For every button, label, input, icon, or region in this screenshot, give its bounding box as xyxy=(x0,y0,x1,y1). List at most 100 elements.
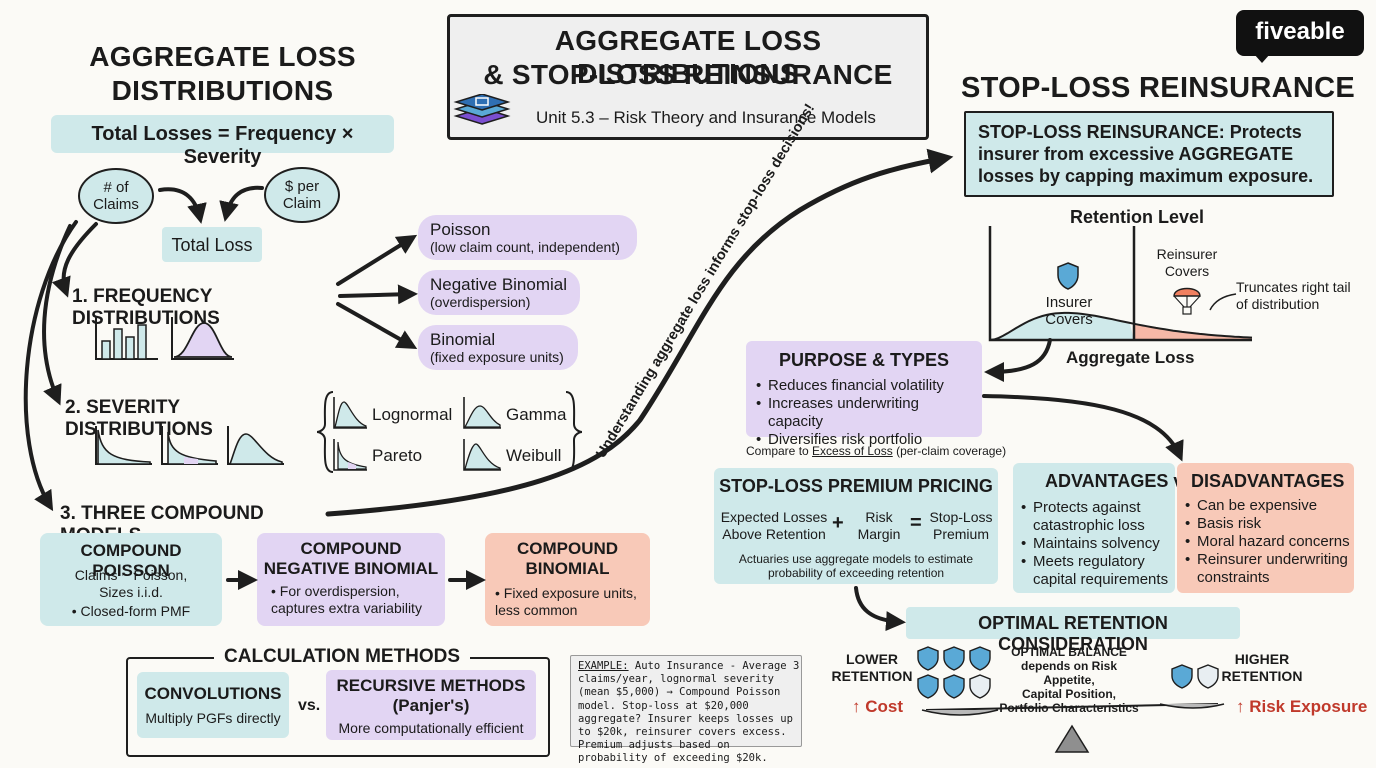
pricing-plus: + xyxy=(832,512,844,534)
calc-vs: vs. xyxy=(298,697,321,714)
list-item: Maintains solvency xyxy=(1021,535,1171,553)
compound-negbin-card: COMPOUND NEGATIVE BINOMIAL • For overdis… xyxy=(257,533,445,626)
claims-to-total-arrow xyxy=(158,187,207,224)
bar-histogram-icon xyxy=(92,315,160,363)
left-title-line1: AGGREGATE LOSS xyxy=(89,41,356,72)
claims-count-label: # of Claims xyxy=(93,179,139,213)
header-subtitle: Unit 5.3 – Risk Theory and Insurance Mod… xyxy=(536,108,876,127)
left-title-line2: DISTRIBUTIONS xyxy=(111,75,334,106)
sev-item-pareto: Pareto xyxy=(372,446,423,465)
freq-item-note: (low claim count, independent) xyxy=(430,239,620,255)
advantages-title: ADVANTAGES vs. xyxy=(1045,471,1199,491)
right-brace xyxy=(564,390,584,474)
advantages-list: Protects against catastrophic loss Maint… xyxy=(1021,499,1171,589)
balance-scale xyxy=(921,703,1225,753)
claims-count-node: # of Claims xyxy=(78,168,154,224)
per-claim-label: $ per Claim xyxy=(282,178,322,212)
example-text: EXAMPLE: Auto Insurance - Average 3 clai… xyxy=(578,660,800,766)
purpose-card: PURPOSE & TYPES Reduces financial volati… xyxy=(746,341,982,449)
disadvantages-title: DISADVANTAGES xyxy=(1191,471,1345,491)
compound-poisson-card: COMPOUND POISSON Claims ~ Poisson, Sizes… xyxy=(40,533,222,626)
list-item: Increases underwriting capacity xyxy=(756,395,978,431)
freq-item-note: (fixed exposure units) xyxy=(430,349,564,365)
freq-to-poisson-arrow xyxy=(336,234,418,286)
gamma-icon xyxy=(462,396,502,430)
header-title-line1: AGGREGATE LOSS DISTRIBUTIONS xyxy=(554,25,822,89)
convolutions-title: CONVOLUTIONS xyxy=(144,684,282,703)
frequency-heading: 1. FREQUENCY DISTRIBUTIONS xyxy=(72,286,220,329)
severity-heading: 2. SEVERITY DISTRIBUTIONS xyxy=(65,397,213,440)
insurer-covers-label: Insurer Covers xyxy=(1045,294,1093,328)
logo-tail xyxy=(1254,54,1270,63)
recursive-card: RECURSIVE METHODS (Panjer's) More comput… xyxy=(326,670,536,740)
purpose-title: PURPOSE & TYPES xyxy=(778,350,950,370)
lower-retention-label: LOWER RETENTION xyxy=(831,651,913,684)
freq-to-negbin-arrow xyxy=(338,284,418,305)
purpose-list: Reduces financial volatility Increases u… xyxy=(756,377,978,449)
convolutions-card: CONVOLUTIONS Multiply PGFs directly xyxy=(137,672,289,738)
scale-base xyxy=(1054,724,1090,753)
pricing-term-expected: Expected Losses Above Retention xyxy=(720,509,828,542)
pricing-result: Stop-Loss Premium xyxy=(929,509,993,542)
retention-label: Retention Level xyxy=(1070,207,1205,227)
higher-retention-effect: ↑ Risk Exposure xyxy=(1236,697,1368,716)
compound-card-body: Claims ~ Poisson, Sizes i.i.d. xyxy=(74,567,188,600)
example-body: Auto Insurance - Average 3 claims/year, … xyxy=(578,660,800,765)
stack-layers-icon xyxy=(452,93,512,140)
pricing-card: STOP-LOSS PREMIUM PRICING Expected Losse… xyxy=(714,468,998,584)
insurer-area xyxy=(990,312,1134,340)
severity-to-total-arrow xyxy=(219,185,264,222)
compound-card-title: COMPOUND NEGATIVE BINOMIAL xyxy=(263,539,439,578)
left-brace xyxy=(315,390,335,474)
left-pan xyxy=(921,709,999,716)
list-item: Protects against catastrophic loss xyxy=(1021,499,1171,535)
sev-item-lognormal: Lognormal xyxy=(372,405,453,424)
compound-binomial-card: COMPOUND BINOMIAL • Fixed exposure units… xyxy=(485,533,650,626)
shield-cluster-icon xyxy=(916,646,994,702)
advantages-card: ADVANTAGES vs. Protects against catastro… xyxy=(1013,463,1198,593)
excess-of-loss-link[interactable]: Excess of Loss xyxy=(812,444,893,458)
example-label: EXAMPLE: xyxy=(578,660,629,672)
aggregate-loss-axis-label: Aggregate Loss xyxy=(1066,348,1195,367)
compound-card-bullet: • Closed-form PMF xyxy=(71,603,191,619)
header-banner xyxy=(447,14,929,140)
definition-box: STOP-LOSS REINSURANCE: Protects insurer … xyxy=(964,111,1334,197)
fiveable-logo: fiveable xyxy=(1236,10,1364,63)
logo-text: fiveable xyxy=(1255,18,1345,45)
list-item: Moral hazard concerns xyxy=(1185,533,1351,551)
compound-card-bullet-text: Closed-form PMF xyxy=(80,603,191,619)
tree-branch-to-frequency xyxy=(51,222,98,298)
lognormal-icon xyxy=(332,396,368,430)
decay-curve-icon xyxy=(92,424,154,468)
right-title: STOP-LOSS REINSURANCE xyxy=(960,72,1356,104)
balance-text: OPTIMAL BALANCE depends on Risk Appetite… xyxy=(999,645,1139,715)
list-item: Reduces financial volatility xyxy=(756,377,978,395)
total-loss-label: Total Loss xyxy=(171,235,253,255)
right-pan xyxy=(1159,703,1225,709)
optimal-retention-title: OPTIMAL RETENTION CONSIDERATION xyxy=(978,613,1168,654)
loss-density-curve xyxy=(989,311,1253,341)
compare-suffix: (per-claim coverage) xyxy=(892,444,1007,458)
list-item: Basis risk xyxy=(1185,515,1351,533)
total-loss-box: Total Loss xyxy=(162,227,262,262)
compare-prefix: Compare to xyxy=(746,444,813,458)
freq-item-binomial: Binomial (fixed exposure units) xyxy=(418,325,578,370)
lower-retention-effect: ↑ Cost xyxy=(852,697,903,716)
freq-to-binomial-arrow xyxy=(336,302,418,349)
formula-box: Total Losses = Frequency × Severity xyxy=(51,115,394,168)
freq-item-name: Poisson xyxy=(430,220,491,239)
pareto-small-icon xyxy=(332,438,368,472)
per-claim-node: $ per Claim xyxy=(264,167,340,223)
disadvantages-list: Can be expensive Basis risk Moral hazard… xyxy=(1185,497,1351,587)
skewed-curve-icon xyxy=(224,424,286,468)
compound-card-title: COMPOUND POISSON xyxy=(80,541,182,580)
compound-card-bullet-text: Fixed exposure units, less common xyxy=(495,585,637,618)
convolutions-body: Multiply PGFs directly xyxy=(145,710,281,726)
higher-retention-label: HIGHER RETENTION xyxy=(1221,651,1303,684)
pricing-equals: = xyxy=(910,512,922,534)
formula-text: Total Losses = Frequency × Severity xyxy=(91,123,354,168)
tree-branch-to-compound xyxy=(23,220,78,512)
list-item: Can be expensive xyxy=(1185,497,1351,515)
pricing-title: STOP-LOSS PREMIUM PRICING xyxy=(719,476,993,496)
list-item: Reinsurer underwriting constraints xyxy=(1185,551,1351,587)
